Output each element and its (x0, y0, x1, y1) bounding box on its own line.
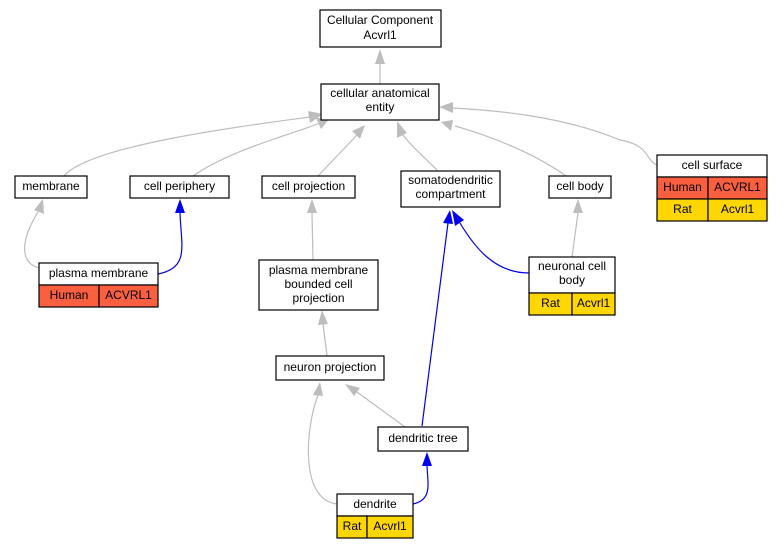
node-cell-body-label: cell body (556, 179, 603, 193)
node-cae-line2: entity (366, 100, 395, 114)
node-cell-projection[interactable]: cell projection (261, 175, 356, 199)
arrowhead-cae-cellbody (441, 120, 453, 131)
arrowhead-membrane (34, 199, 44, 214)
node-cellular-component-title: Cellular Component (327, 13, 434, 27)
node-cell-projection-label: cell projection (272, 179, 345, 193)
dendrite-rat-gene (366, 515, 414, 539)
arrowhead-dt (422, 452, 432, 466)
node-somato-line1: somatodendritic (408, 173, 493, 187)
arrowhead-somato-dt (443, 210, 453, 224)
node-dendrite[interactable]: dendrite Rat Acvrl1 (336, 493, 414, 539)
node-cellular-component-gene: Acvrl1 (363, 28, 397, 42)
node-cellular-anatomical-entity[interactable]: cellular anatomical entity (320, 83, 440, 121)
edge-ncb-to-cellbody (571, 212, 579, 258)
edges (24, 49, 658, 505)
arrowhead-cae-projection (352, 125, 365, 139)
arrowhead-projection (307, 199, 317, 213)
node-somato-line2: compartment (415, 187, 486, 201)
edge-pm-to-periphery (157, 212, 183, 275)
edge-projection-to-cae (317, 134, 358, 177)
dendrite-rat-gene-text: Acvrl1 (373, 519, 407, 533)
node-ncb-line1: neuronal cell (538, 259, 606, 273)
node-cell-surface-label: cell surface (682, 158, 743, 172)
edge-dt-to-somato (421, 222, 449, 427)
node-pmbcp-line1: plasma membrane (269, 263, 369, 277)
cell-surface-rat-species-text: Rat (673, 202, 692, 216)
edge-np-to-pmbcp (322, 323, 328, 357)
edge-surface-to-cae (451, 107, 658, 166)
arrowhead-cae-somato (397, 121, 407, 138)
node-dendrite-label: dendrite (353, 497, 397, 511)
node-cell-body[interactable]: cell body (548, 175, 612, 199)
node-cae-line1: cellular anatomical (330, 86, 429, 100)
arrowhead-cae-membrane (308, 111, 323, 123)
plasma-membrane-human-gene (98, 284, 159, 308)
edge-somato-to-cae (402, 134, 438, 171)
node-membrane-label: membrane (22, 179, 80, 193)
dendrite-rat-species-text: Rat (343, 519, 362, 533)
arrowhead-somato-ncb (452, 210, 464, 226)
arrowhead-pmbcp (318, 310, 328, 325)
plasma-membrane-human-gene-text: ACVRL1 (105, 288, 152, 302)
node-neuron-projection-label: neuron projection (284, 360, 377, 374)
neuronal-cell-body-rat-gene-text: Acvrl1 (577, 296, 611, 310)
node-pmbcp-line2: bounded cell (284, 277, 352, 291)
arrowhead-cellbody (573, 199, 583, 213)
node-dendritic-tree[interactable]: dendritic tree (377, 426, 469, 452)
node-ncb-line2: body (559, 273, 585, 287)
edge-dendrite-to-np (307, 394, 338, 505)
edge-periphery-to-cae (192, 122, 321, 177)
node-neuron-projection[interactable]: neuron projection (275, 355, 385, 381)
arrowhead-np-dendrite (313, 382, 323, 396)
edge-pm-to-membrane (24, 211, 40, 269)
edge-dendrite-to-dt (412, 465, 429, 505)
edge-ncb-to-somato (459, 222, 530, 274)
node-plasma-membrane-bounded-cell-projection[interactable]: plasma membrane bounded cell projection (258, 259, 379, 311)
arrowhead-cae-periphery (316, 118, 330, 129)
edge-cellbody-to-cae (454, 125, 567, 177)
node-cell-periphery-label: cell periphery (144, 179, 215, 193)
arrowhead-cae-surface (439, 102, 453, 113)
node-cell-surface[interactable]: cell surface Human ACVRL1 Rat Acvrl1 (656, 154, 768, 222)
arrowhead-np-dt (345, 384, 360, 396)
edge-membrane-to-cae (63, 116, 311, 177)
cell-surface-rat-gene (707, 198, 768, 222)
edge-pmbcp-to-projection (311, 212, 314, 261)
arrowhead-root (375, 49, 385, 64)
plasma-membrane-human-species-text: Human (50, 288, 89, 302)
node-pmbcp-line3: projection (292, 291, 344, 305)
cell-surface-human-species-text: Human (663, 180, 702, 194)
node-cellular-component[interactable]: Cellular Component Acvrl1 (319, 9, 442, 48)
neuronal-cell-body-rat-gene (571, 292, 616, 316)
edge-dt-to-np (356, 391, 406, 428)
cell-surface-rat-gene-text: Acvrl1 (721, 202, 755, 216)
node-plasma-membrane[interactable]: plasma membrane Human ACVRL1 (38, 262, 159, 308)
node-neuronal-cell-body[interactable]: neuronal cell body Rat Acvrl1 (528, 256, 616, 316)
arrowhead-periphery (175, 199, 185, 213)
neuronal-cell-body-rat-species-text: Rat (541, 296, 560, 310)
node-cell-periphery[interactable]: cell periphery (129, 175, 230, 199)
node-somatodendritic-compartment[interactable]: somatodendritic compartment (400, 170, 501, 208)
node-plasma-membrane-label: plasma membrane (49, 266, 149, 280)
node-dendritic-tree-label: dendritic tree (388, 431, 458, 445)
cell-surface-human-gene-text: ACVRL1 (714, 180, 761, 194)
node-membrane[interactable]: membrane (14, 175, 88, 199)
